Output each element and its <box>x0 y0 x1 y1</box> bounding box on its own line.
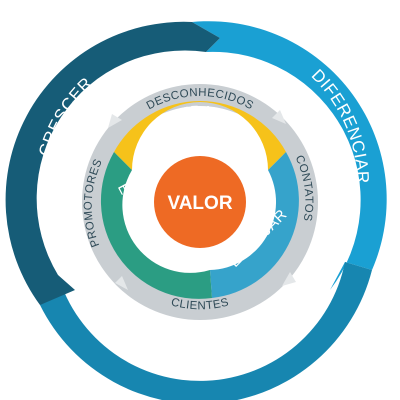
inner-wheel <box>100 100 299 299</box>
outer-ring <box>5 21 387 400</box>
center-label: VALOR <box>167 193 232 214</box>
outer-segment-simplificar <box>40 262 372 400</box>
inner-segment-atrair <box>114 100 286 170</box>
ring-arrow-bottom-right <box>282 272 296 286</box>
outer-segment-diferenciar <box>192 21 387 290</box>
ring-arrow-top-left <box>108 114 122 128</box>
ring-arrows <box>108 110 296 290</box>
inner-label-atrair: ATRAIR <box>168 103 233 126</box>
outer-label-simplificar: SIMPLIFICAR <box>144 344 257 373</box>
center-value-circle <box>154 156 246 248</box>
ring-arrow-bottom-left <box>115 276 128 290</box>
inner-segment-encantar <box>100 152 212 299</box>
ring-arrow-top-right <box>272 110 286 124</box>
inner-segment-engajar <box>210 152 299 298</box>
ring-label-clientes: CLIENTES <box>170 296 230 312</box>
outer-segment-crescer <box>5 21 220 306</box>
